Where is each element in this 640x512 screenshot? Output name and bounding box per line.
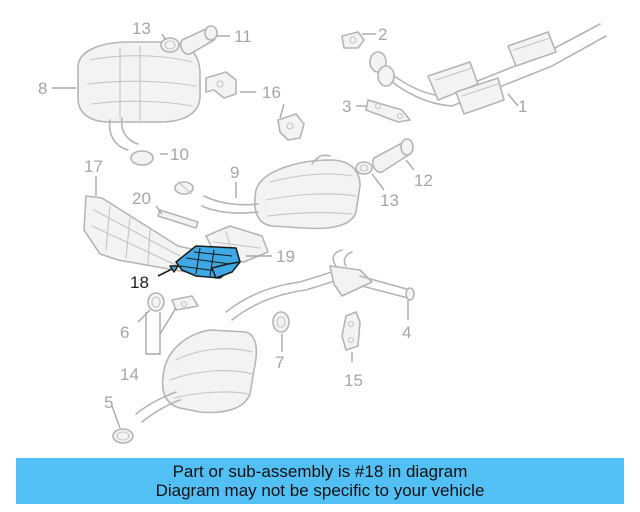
callout-11: 11 <box>216 27 252 46</box>
callout-label: 4 <box>402 323 411 342</box>
callout-label: 8 <box>38 79 47 98</box>
callout-label: 17 <box>84 157 103 176</box>
callout-18: 18 <box>130 265 179 292</box>
banner-line-2: Diagram may not be specific to your vehi… <box>155 481 485 500</box>
callout-7: 7 <box>275 334 284 372</box>
part-13-clamp-right <box>355 161 373 175</box>
part-1-front-pipe-catalyst <box>369 23 607 115</box>
rear-muffler-lower <box>135 329 258 423</box>
callout-label: 19 <box>276 247 295 266</box>
callout-label: 5 <box>104 393 113 412</box>
callout-19: 19 <box>246 247 295 266</box>
callout-2: 2 <box>362 25 387 44</box>
callout-3: 3 <box>342 97 366 116</box>
callout-label: 13 <box>132 19 151 38</box>
callout-label: 3 <box>342 97 351 116</box>
callout-label: 12 <box>414 171 433 190</box>
part-5-clamp <box>112 428 134 444</box>
callout-15: 15 <box>344 352 363 390</box>
part-3-bracket <box>365 99 411 123</box>
part-7-insulator <box>272 311 290 333</box>
part-9-center-muffler <box>201 154 361 230</box>
part-10-clamp <box>130 150 194 195</box>
part-14-bracket <box>171 295 199 311</box>
callout-label: 7 <box>275 353 284 372</box>
exhaust-system-diagram: 1 2 3 4 5 6 7 8 9 10 11 12 <box>38 19 607 444</box>
callout-label: 15 <box>344 371 363 390</box>
callout-label: 20 <box>132 189 151 208</box>
part-15-hanger <box>341 311 361 351</box>
callout-label: 13 <box>380 191 399 210</box>
callout-6: 6 <box>120 309 151 342</box>
callout-label: 14 <box>120 365 139 384</box>
callout-label: 11 <box>234 27 252 46</box>
part-16-hanger <box>205 71 305 141</box>
callout-1: 1 <box>507 93 527 116</box>
callout-label: 6 <box>120 323 129 342</box>
part-6-insulator <box>147 292 165 312</box>
part-20-bracket <box>157 209 199 229</box>
part-4-rear-pipe <box>225 249 415 321</box>
callout-label-highlighted: 18 <box>130 273 149 292</box>
callout-label: 2 <box>378 25 387 44</box>
part-info-banner: Part or sub-assembly is #18 in diagram D… <box>16 458 624 504</box>
callout-10: 10 <box>160 145 189 164</box>
callout-label: 1 <box>518 97 527 116</box>
part-2-gasket <box>341 31 365 49</box>
callout-13-right: 13 <box>371 173 399 210</box>
callout-14: 14 <box>120 307 177 384</box>
callout-8: 8 <box>38 79 76 98</box>
callout-9: 9 <box>230 163 239 198</box>
part-12-tailpipe-tip <box>371 138 414 174</box>
callout-17: 17 <box>84 157 103 196</box>
part-13-clamp-top <box>160 37 180 53</box>
banner-line-1: Part or sub-assembly is #18 in diagram <box>172 462 468 481</box>
callout-5: 5 <box>104 393 121 429</box>
callout-13-top: 13 <box>132 19 167 41</box>
part-8-rear-muffler <box>77 41 201 151</box>
callout-label: 9 <box>230 163 239 182</box>
callout-label: 16 <box>262 83 281 102</box>
callout-label: 10 <box>170 145 189 164</box>
part-18-heat-shield-highlighted <box>175 245 241 279</box>
callout-16: 16 <box>240 83 285 119</box>
callout-20: 20 <box>132 189 163 215</box>
part-11-tailpipe-tip <box>179 25 218 56</box>
callout-12: 12 <box>405 159 433 190</box>
callout-4: 4 <box>402 300 411 342</box>
